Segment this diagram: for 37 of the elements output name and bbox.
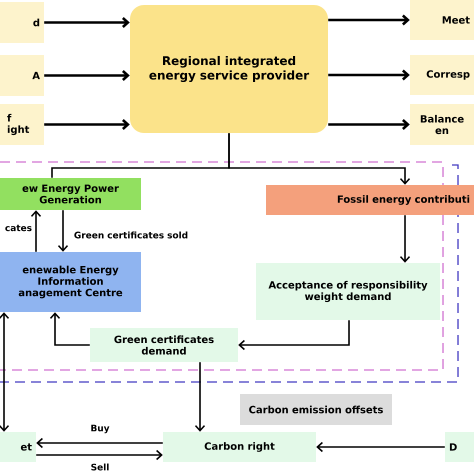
arrow: [50, 312, 90, 346]
arrow: [36, 450, 163, 460]
process-box: Acceptance of responsibility weight demand: [256, 263, 440, 320]
arrow: [316, 442, 445, 452]
arrow: [228, 133, 410, 185]
arrow: [30, 210, 42, 252]
edge-label: cates: [5, 224, 32, 232]
arrow: [328, 14, 410, 26]
arrow: [328, 70, 410, 80]
input-box: f ight: [0, 104, 44, 145]
arrow: [36, 438, 163, 448]
arrow: [0, 312, 10, 432]
arrow: [44, 17, 130, 28]
process-box: ew Energy Power Generation: [0, 178, 141, 210]
process-box: Carbon right: [163, 432, 316, 462]
arrow: [194, 362, 206, 432]
output-box: Balance en: [410, 104, 474, 145]
edge-label: Buy: [91, 424, 110, 434]
output-box: Corresp: [410, 55, 474, 95]
arrow: [44, 70, 130, 81]
edge-label: Green certificates sold: [74, 232, 188, 238]
arrow: [58, 210, 68, 252]
process-box: enewable Energy Information anagement Centre: [0, 252, 141, 312]
market-box: D: [445, 432, 474, 462]
input-box: A: [0, 55, 44, 96]
input-box: d: [0, 2, 44, 43]
process-box: Fossil energy contributi: [266, 185, 474, 215]
arrow: [400, 215, 410, 263]
edge-label: Sell: [91, 464, 109, 470]
market-box: et: [0, 432, 36, 462]
note-box: Carbon emission offsets: [240, 394, 392, 425]
output-box: Meet: [410, 0, 474, 40]
arrow: [44, 119, 130, 130]
process-box: Green certificates demand: [90, 328, 238, 362]
arrow: [328, 119, 410, 130]
arrow: [238, 320, 350, 350]
provider-box: Regional integrated energy service provider: [130, 5, 328, 133]
